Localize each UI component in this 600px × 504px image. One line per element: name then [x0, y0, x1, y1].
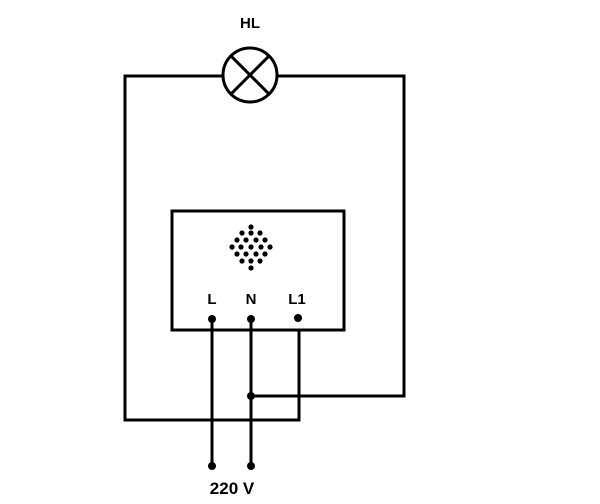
junction-dot — [247, 392, 255, 400]
supply-voltage-label: 220 V — [210, 479, 255, 498]
right-lamp-wire — [249, 74, 406, 398]
terminal-label-n: N — [246, 291, 257, 308]
terminal-dot-l1 — [294, 314, 302, 322]
terminal-dot-l — [208, 315, 216, 323]
lamp-label: HL — [240, 15, 260, 32]
supply-dot-neutral — [247, 462, 255, 470]
supply-wires — [210, 317, 253, 468]
sensor-dot-grid-icon — [229, 224, 273, 271]
lamp-circuit-wires — [123, 74, 406, 422]
terminal-label-l1: L1 — [288, 291, 306, 308]
lamp-icon — [221, 46, 279, 104]
terminal-dot-n — [247, 315, 255, 323]
sensor-module — [170, 209, 346, 332]
supply-dot-live — [208, 462, 216, 470]
left-lamp-wire — [123, 74, 301, 422]
terminal-dots — [208, 314, 302, 470]
terminal-label-l: L — [207, 291, 216, 308]
